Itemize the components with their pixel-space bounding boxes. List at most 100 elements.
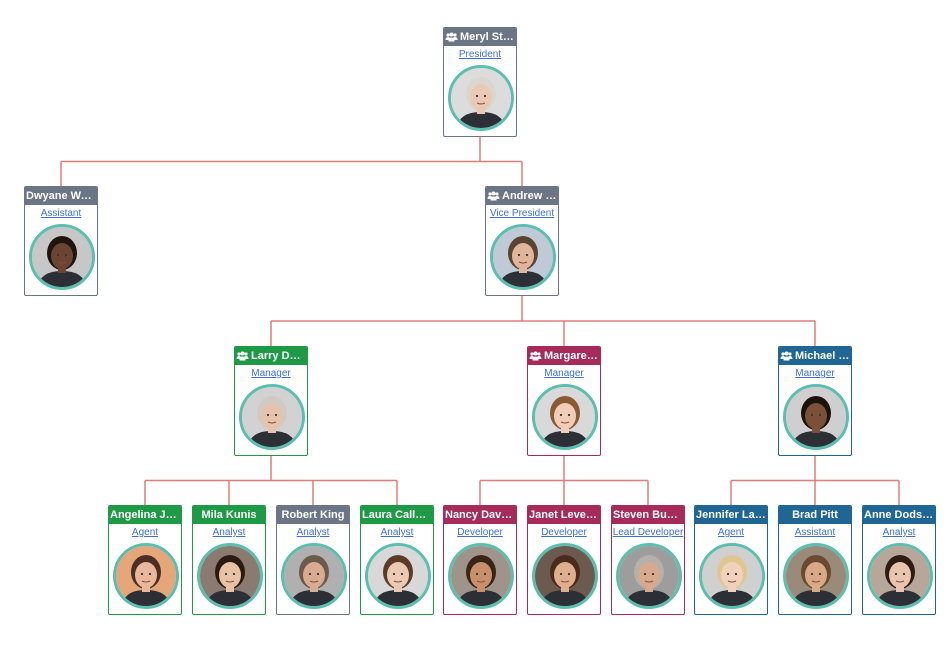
card-header: Margaret Pe... bbox=[528, 347, 600, 365]
employee-card-anne[interactable]: Anne DodsworthAnalyst bbox=[862, 505, 936, 615]
employee-title-link[interactable]: Agent bbox=[717, 527, 745, 538]
employee-avatar bbox=[616, 543, 682, 609]
employee-name: Robert King bbox=[281, 509, 345, 521]
employee-card-andrew[interactable]: Andrew FullerVice President bbox=[485, 186, 559, 296]
portrait-image bbox=[702, 546, 762, 606]
portrait-image bbox=[535, 387, 595, 447]
employee-title-link[interactable]: Analyst bbox=[380, 527, 414, 538]
employee-title-link[interactable]: Manager bbox=[251, 368, 291, 379]
portrait-image bbox=[368, 546, 428, 606]
card-header: Nancy Davolio bbox=[444, 506, 516, 524]
employee-card-janet[interactable]: Janet LeverlingDeveloper bbox=[527, 505, 601, 615]
employee-avatar bbox=[281, 543, 347, 609]
employee-name: Larry Davido bbox=[251, 350, 306, 362]
employee-title-link[interactable]: Assistant bbox=[794, 527, 836, 538]
employee-card-michael[interactable]: Michael Suy... Manager bbox=[778, 346, 852, 456]
users-icon bbox=[236, 351, 249, 361]
employee-card-laura[interactable]: Laura CallahanAnalyst bbox=[360, 505, 434, 615]
card-header: Robert King bbox=[277, 506, 349, 524]
employee-name: Margaret Pe... bbox=[544, 350, 599, 362]
card-header: Angelina Jolie bbox=[109, 506, 181, 524]
employee-avatar bbox=[365, 543, 431, 609]
employee-name: Laura Callahan bbox=[362, 509, 432, 521]
employee-title-link[interactable]: Analyst bbox=[296, 527, 330, 538]
employee-title-link[interactable]: Manager bbox=[544, 368, 584, 379]
employee-name: Nancy Davolio bbox=[445, 509, 515, 521]
users-icon bbox=[529, 351, 542, 361]
portrait-image bbox=[200, 546, 260, 606]
portrait-image bbox=[32, 227, 92, 287]
employee-card-jennifer[interactable]: Jennifer Lawre... Agent bbox=[694, 505, 768, 615]
employee-title-link[interactable]: Agent bbox=[131, 527, 159, 538]
employee-avatar bbox=[867, 543, 933, 609]
employee-name: Dwyane Wade bbox=[26, 190, 96, 202]
employee-avatar bbox=[448, 65, 514, 131]
users-icon bbox=[445, 32, 458, 42]
card-header: Anne Dodsworth bbox=[863, 506, 935, 524]
portrait-image bbox=[619, 546, 679, 606]
employee-title-link[interactable]: Manager bbox=[795, 368, 835, 379]
card-header: Michael Suy... bbox=[779, 347, 851, 365]
users-icon bbox=[487, 191, 500, 201]
employee-avatar bbox=[532, 384, 598, 450]
card-header: Meryl Streep bbox=[444, 28, 516, 46]
card-header: Dwyane Wade bbox=[25, 187, 97, 205]
portrait-image bbox=[116, 546, 176, 606]
employee-card-larry[interactable]: Larry DavidoManager bbox=[234, 346, 308, 456]
users-icon bbox=[780, 351, 793, 361]
employee-name: Janet Leverling bbox=[529, 509, 599, 521]
employee-avatar bbox=[490, 224, 556, 290]
employee-avatar bbox=[448, 543, 514, 609]
employee-avatar bbox=[29, 224, 95, 290]
portrait-image bbox=[242, 387, 302, 447]
employee-avatar bbox=[197, 543, 263, 609]
employee-title-link[interactable]: Lead Developer bbox=[612, 527, 684, 538]
employee-avatar bbox=[113, 543, 179, 609]
employee-name: Steven Buchan... bbox=[613, 509, 683, 521]
employee-name: Andrew Fuller bbox=[502, 190, 557, 202]
portrait-image bbox=[451, 68, 511, 128]
portrait-image bbox=[786, 387, 846, 447]
employee-name: Mila Kunis bbox=[201, 509, 257, 521]
employee-name: Anne Dodsworth bbox=[864, 509, 934, 521]
card-header: Laura Callahan bbox=[361, 506, 433, 524]
portrait-image bbox=[284, 546, 344, 606]
employee-name: Michael Suy... bbox=[795, 350, 850, 362]
card-header: Janet Leverling bbox=[528, 506, 600, 524]
portrait-image bbox=[870, 546, 930, 606]
employee-name: Meryl Streep bbox=[460, 31, 515, 43]
card-header: Andrew Fuller bbox=[486, 187, 558, 205]
employee-title-link[interactable]: President bbox=[458, 49, 502, 60]
portrait-image bbox=[451, 546, 511, 606]
employee-title-link[interactable]: Vice President bbox=[489, 208, 555, 219]
employee-title-link[interactable]: Analyst bbox=[212, 527, 246, 538]
employee-card-meryl[interactable]: Meryl StreepPresident bbox=[443, 27, 517, 137]
employee-title-link[interactable]: Developer bbox=[541, 527, 587, 538]
employee-avatar bbox=[783, 543, 849, 609]
employee-name: Angelina Jolie bbox=[110, 509, 180, 521]
employee-title-link[interactable]: Developer bbox=[457, 527, 503, 538]
employee-avatar bbox=[239, 384, 305, 450]
employee-title-link[interactable]: Assistant bbox=[40, 208, 82, 219]
employee-name: Brad Pitt bbox=[792, 509, 838, 521]
card-header: Larry Davido bbox=[235, 347, 307, 365]
employee-title-link[interactable]: Analyst bbox=[882, 527, 916, 538]
employee-card-steven[interactable]: Steven Buchan... Lead Developer bbox=[611, 505, 685, 615]
employee-card-margaret[interactable]: Margaret Pe... Manager bbox=[527, 346, 601, 456]
card-header: Mila Kunis bbox=[193, 506, 265, 524]
portrait-image bbox=[786, 546, 846, 606]
card-header: Jennifer Lawre... bbox=[695, 506, 767, 524]
card-header: Steven Buchan... bbox=[612, 506, 684, 524]
employee-avatar bbox=[783, 384, 849, 450]
employee-name: Jennifer Lawre... bbox=[696, 509, 766, 521]
portrait-image bbox=[535, 546, 595, 606]
employee-avatar bbox=[699, 543, 765, 609]
